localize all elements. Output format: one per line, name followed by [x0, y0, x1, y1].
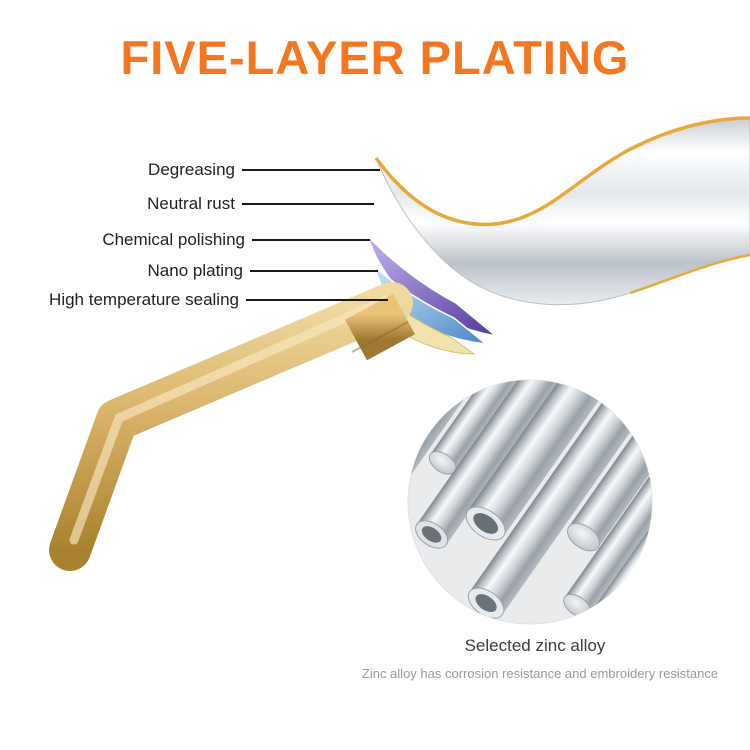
leader-line: [242, 203, 374, 205]
inset-caption: Selected zinc alloy: [464, 636, 606, 655]
label-neutral-rust: Neutral rust: [147, 192, 374, 216]
label-degreasing-text: Degreasing: [148, 160, 235, 179]
inset-subcaption: Zinc alloy has corrosion resistance and …: [361, 666, 719, 681]
label-high-temperature-sealing-text: High temperature sealing: [49, 290, 239, 309]
label-chemical-polishing-text: Chemical polishing: [102, 230, 245, 249]
zinc-alloy-photo: [407, 379, 653, 625]
label-nano-plating: Nano plating: [148, 259, 378, 283]
leader-line: [242, 169, 380, 171]
page-title: FIVE-LAYER PLATING: [120, 31, 630, 84]
label-chemical-polishing: Chemical polishing: [102, 228, 370, 252]
handle-graphic: [49, 282, 415, 571]
leader-line: [250, 270, 378, 272]
label-nano-plating-text: Nano plating: [147, 261, 243, 280]
leader-line: [252, 239, 370, 241]
plating-layers-graphic: [367, 116, 750, 355]
label-high-temperature-sealing: High temperature sealing: [49, 288, 388, 312]
label-neutral-rust-text: Neutral rust: [147, 194, 235, 213]
label-degreasing: Degreasing: [148, 158, 380, 182]
leader-line: [246, 299, 388, 301]
